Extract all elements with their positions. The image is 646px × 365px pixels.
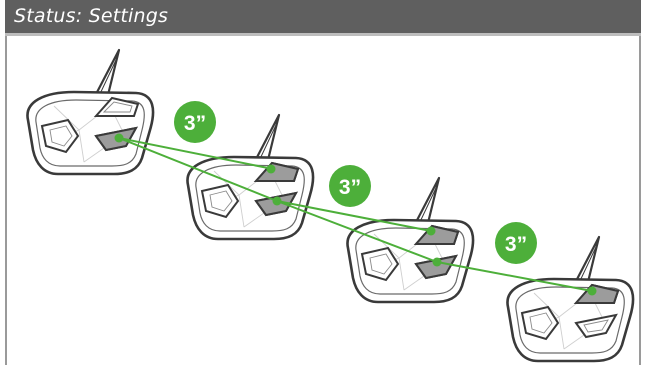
connector-1 [114,133,282,206]
connector-3 [436,261,597,296]
headset-device-1 [26,48,155,176]
page-title: Status: Settings [14,5,169,27]
duration-badge-2: 3” [329,165,371,207]
duration-badge-3: 3” [495,222,537,264]
device-3-bottom-button-pressed [414,254,458,280]
badge-label-2: 3” [339,176,361,199]
badge-label-3: 3” [505,233,527,256]
section-header: Status: Settings [5,0,641,36]
badge-label-1: 3” [184,112,206,135]
duration-badge-1: 3” [174,101,216,143]
headset-device-3 [346,176,475,304]
